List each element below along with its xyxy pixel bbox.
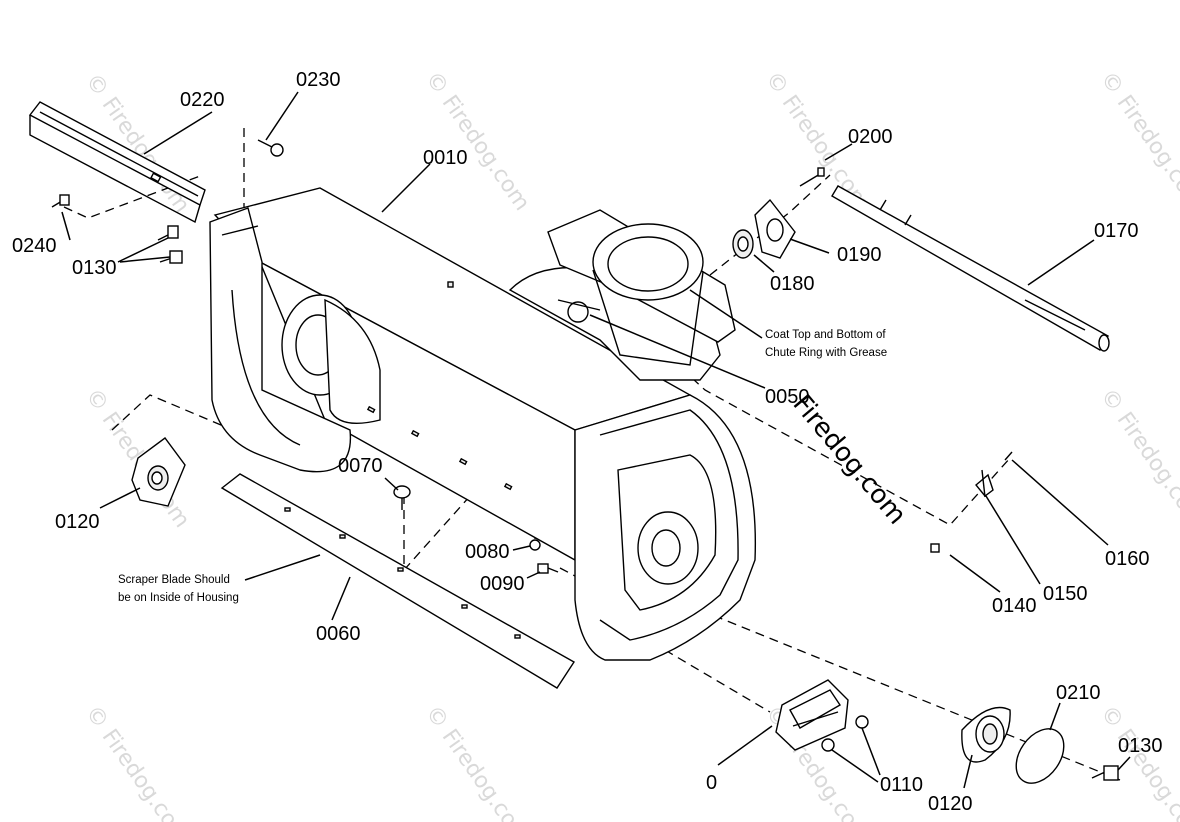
label-0220: 0220 xyxy=(180,89,225,111)
part-0010-housing xyxy=(209,187,757,661)
label-0060: 0060 xyxy=(316,623,361,645)
label-0080: 0080 xyxy=(465,541,510,563)
part-0120-bearing-flange-left xyxy=(131,437,186,507)
part-0060-scraper-blade xyxy=(220,473,575,689)
part-0200-bolt xyxy=(799,167,825,187)
label-0120-right: 0120 xyxy=(928,793,973,815)
grease-note-line2: Chute Ring with Grease xyxy=(765,347,887,359)
watermark-tile: © Firedog.com xyxy=(1095,701,1180,822)
part-0050-chute-ring xyxy=(508,209,736,381)
label-0130-left: 0130 xyxy=(72,257,117,279)
part-0230-bolt xyxy=(257,139,284,157)
scraper-note-line1: Scraper Blade Should xyxy=(118,574,230,586)
label-0240: 0240 xyxy=(12,235,57,257)
scraper-note-line2: be on Inside of Housing xyxy=(118,592,239,604)
part-0090-bolt xyxy=(537,563,559,574)
leader-lines xyxy=(61,91,1131,789)
label-0190: 0190 xyxy=(837,244,882,266)
part-0120-bearing-flange-right xyxy=(961,706,1011,763)
watermark-tile: © Firedog.com xyxy=(1095,67,1180,215)
watermark-tile: © Firedog.com xyxy=(420,67,534,215)
part-0130-bolts-left xyxy=(157,225,183,264)
part-0070-bolt xyxy=(393,485,411,510)
label-0200: 0200 xyxy=(848,126,893,148)
label-0090: 0090 xyxy=(480,573,525,595)
part-0100-bearing-housing xyxy=(775,679,849,751)
label-0210: 0210 xyxy=(1056,682,1101,704)
label-0050: 0050 xyxy=(765,386,810,408)
label-0070: 0070 xyxy=(338,455,383,477)
part-0180-bearing xyxy=(732,229,754,259)
part-0210-cover xyxy=(1015,728,1065,784)
watermark-large: Firedog.com xyxy=(787,389,912,530)
part-0170-shaft xyxy=(831,185,1110,352)
part-0190-flange xyxy=(754,198,796,259)
watermark-tile: © Firedog.com xyxy=(1095,384,1180,532)
label-0010: 0010 xyxy=(423,147,468,169)
part-number-labels: 0220 0230 0010 0200 0170 0190 0180 0240 … xyxy=(12,69,1163,815)
label-0100-partial: 0 xyxy=(706,772,717,794)
label-0160: 0160 xyxy=(1105,548,1150,570)
label-0110: 0110 xyxy=(880,774,923,796)
label-0170: 0170 xyxy=(1094,220,1139,242)
part-0160-pin xyxy=(1004,451,1013,461)
label-0130-right: 0130 xyxy=(1118,735,1163,757)
label-0150: 0150 xyxy=(1043,583,1088,605)
watermark-tile: © Firedog.com xyxy=(80,701,194,822)
part-0130-bolt-right xyxy=(1091,765,1119,781)
part-0080-nut xyxy=(529,539,541,551)
label-0140: 0140 xyxy=(992,595,1037,617)
part-0150-fitting xyxy=(975,469,994,498)
part-0140-nut xyxy=(930,543,940,553)
part-0220-strip xyxy=(28,101,206,224)
label-0230: 0230 xyxy=(296,69,341,91)
label-0120-left: 0120 xyxy=(55,511,100,533)
part-0240-bolt xyxy=(51,194,70,208)
label-0180: 0180 xyxy=(770,273,815,295)
annotation-notes: Coat Top and Bottom of Chute Ring with G… xyxy=(118,329,887,604)
watermark-tile: © Firedog.com xyxy=(420,701,534,822)
grease-note-line1: Coat Top and Bottom of xyxy=(765,329,886,341)
